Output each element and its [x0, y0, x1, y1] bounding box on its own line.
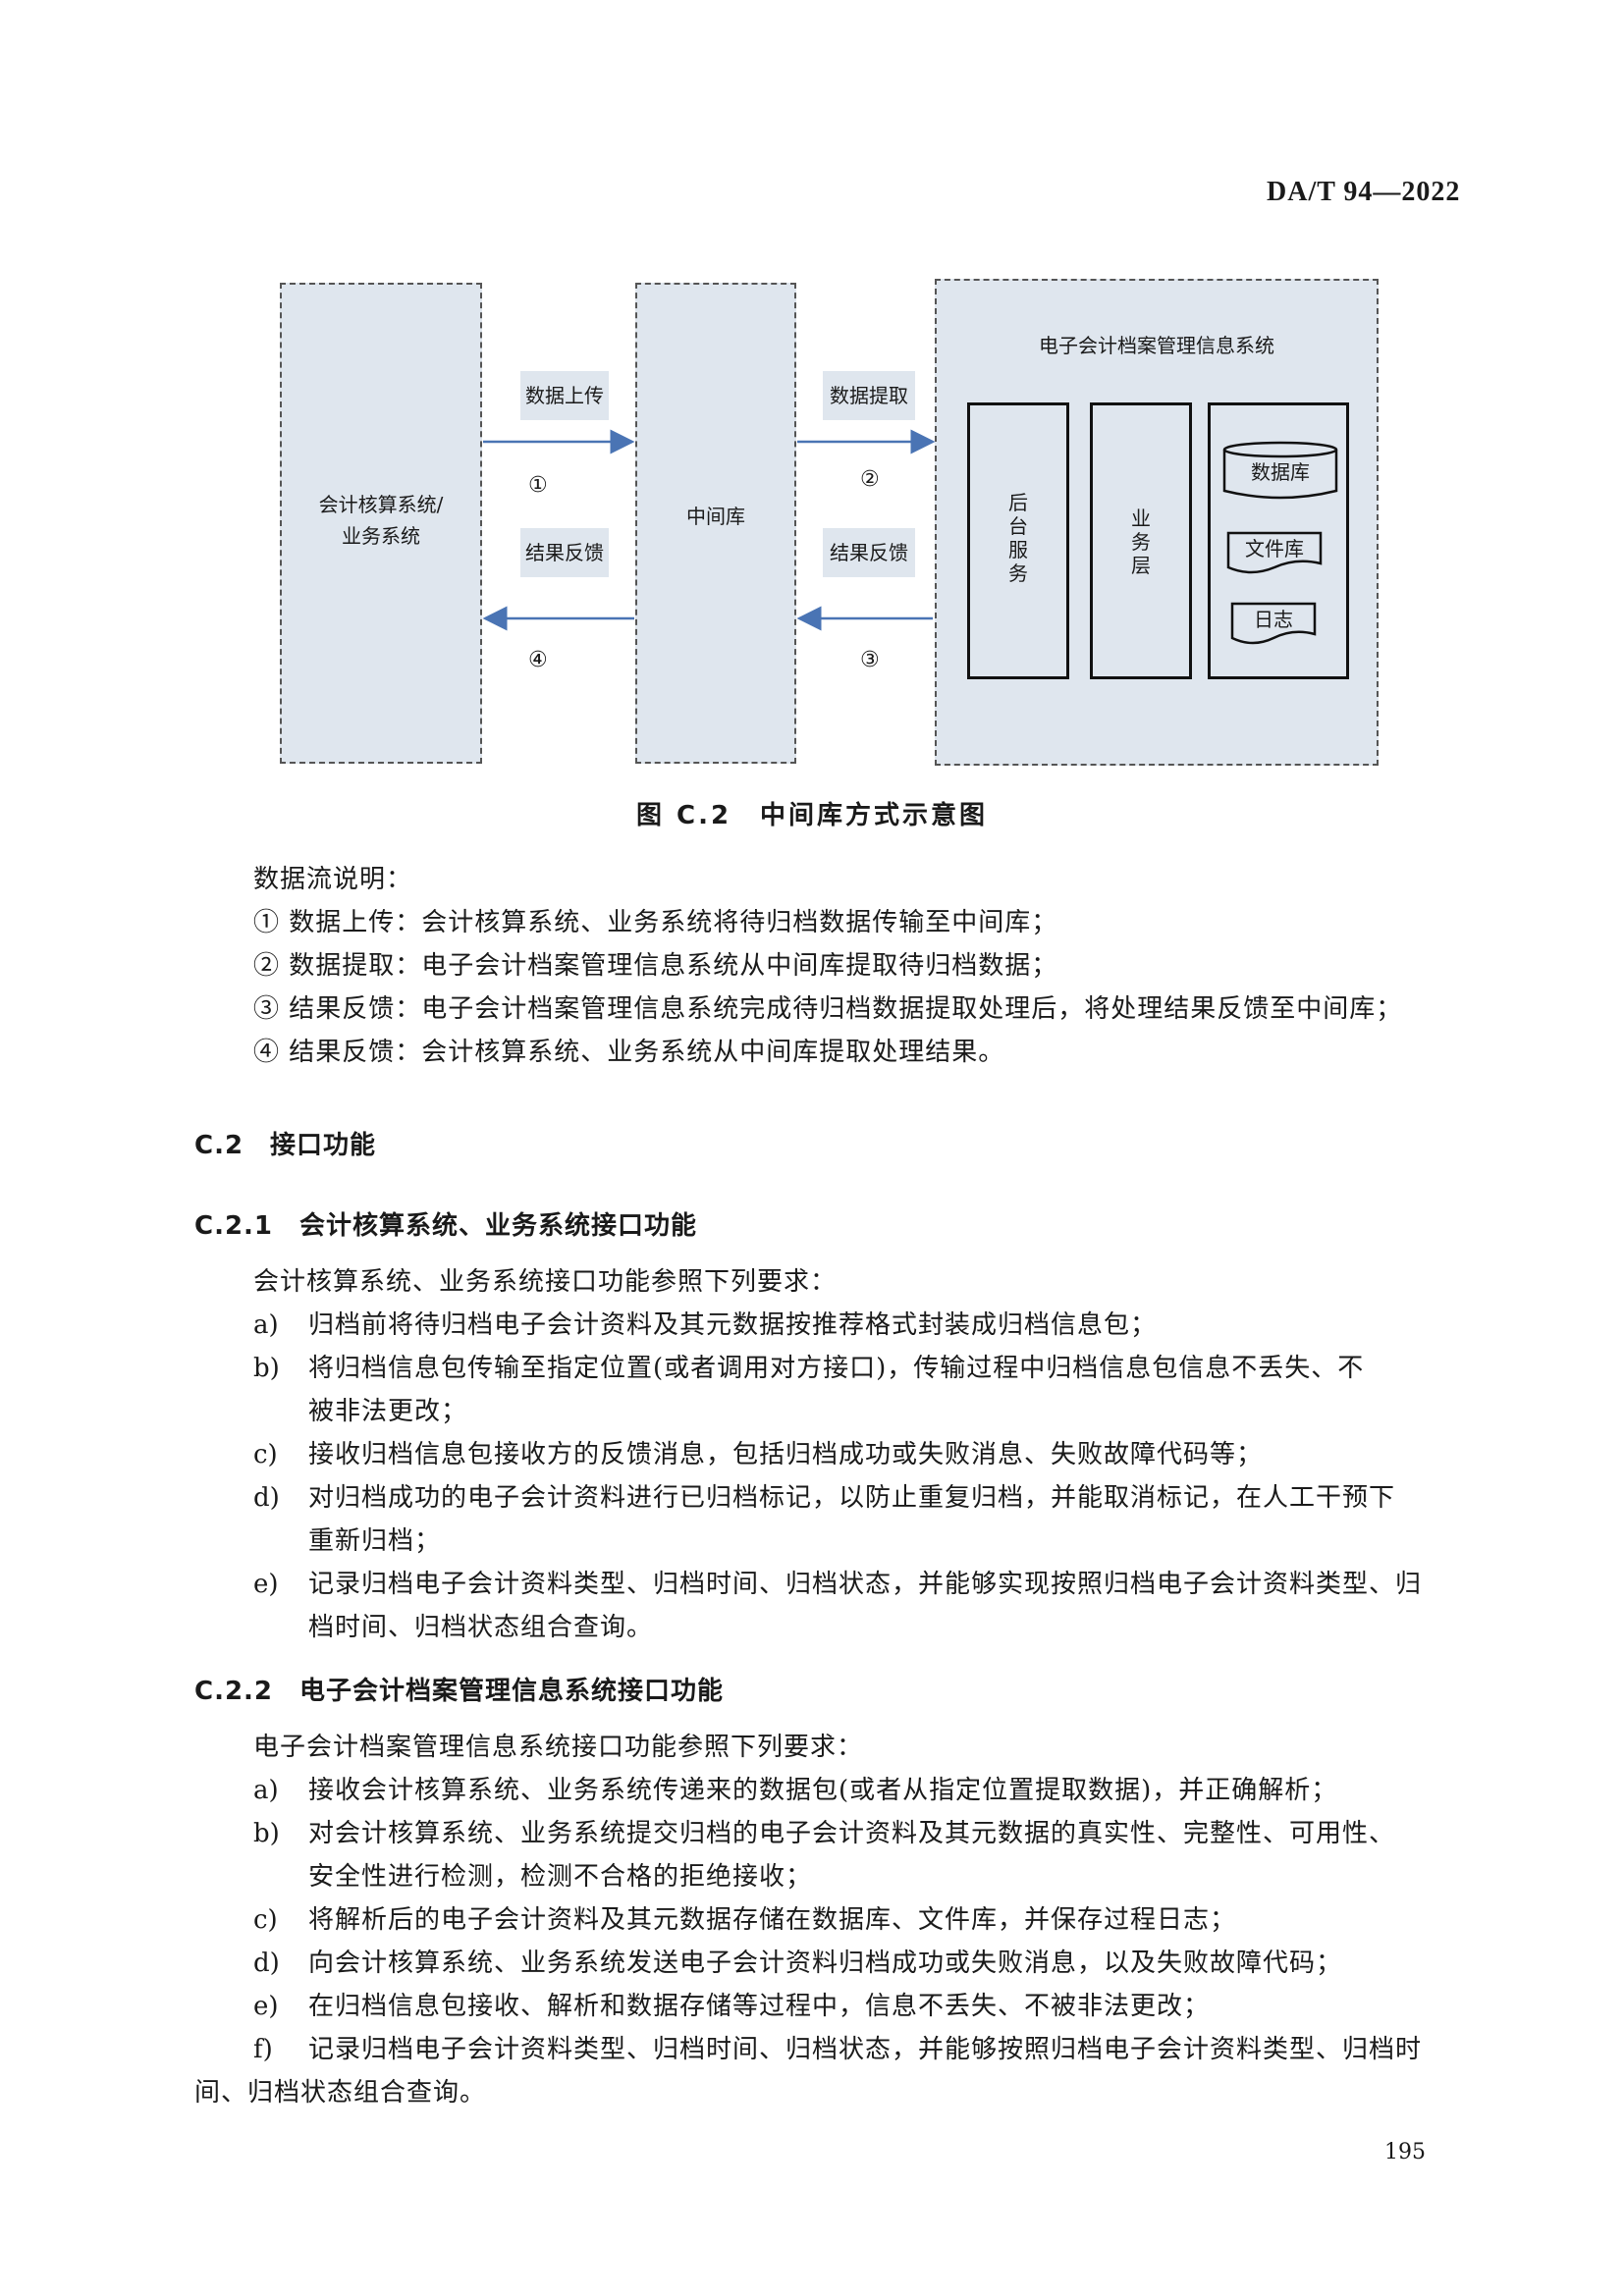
- c22-intro: 电子会计档案管理信息系统接口功能参照下列要求：: [253, 1733, 864, 1762]
- c22-item-b-line1: 对会计核算系统、业务系统提交归档的电子会计资料及其元数据的真实性、完整性、可用性…: [308, 1819, 1396, 1848]
- backend-service-label: 后台服务: [1008, 491, 1028, 585]
- c22-item-a-line1: 接收会计核算系统、业务系统传递来的数据包(或者从指定位置提取数据)，并正确解析；: [308, 1776, 1338, 1805]
- c22-item-c-line1: 将解析后的电子会计资料及其元数据存储在数据库、文件库，并保存过程日志；: [308, 1905, 1237, 1935]
- c22-item-f-key: f): [253, 2035, 273, 2064]
- c22-item-d-line1: 向会计核算系统、业务系统发送电子会计资料归档成功或失败消息，以及失败故障代码；: [308, 1949, 1343, 1978]
- flow-title: 数据流说明：: [253, 865, 413, 894]
- c22-item-f-line2: 间、归档状态组合查询。: [194, 2078, 487, 2108]
- c22-item-a-key: a): [253, 1776, 279, 1805]
- c21-item-a-line1: 归档前将待归档电子会计资料及其元数据按推荐格式封装成归档信息包；: [308, 1310, 1158, 1340]
- section-c21-heading: C.2.1 会计核算系统、业务系统接口功能: [194, 1211, 698, 1241]
- business-layer-label: 业务层: [1131, 507, 1151, 577]
- diagram-middleware-mode: 会计核算系统/ 业务系统 中间库 电子会计档案管理信息系统 后台服务 业务层 数…: [0, 0, 1624, 785]
- c21-item-b-line1: 将归档信息包传输至指定位置(或者调用对方接口)，传输过程中归档信息包信息不丢失、…: [308, 1354, 1365, 1383]
- middleware-db-box: [635, 283, 796, 764]
- feedback-left-label: 结果反馈: [520, 528, 609, 577]
- step-2-marker: ②: [860, 467, 880, 492]
- log-label: 日志: [1254, 608, 1293, 631]
- database-label: 数据库: [1251, 460, 1310, 484]
- c22-item-e-line1: 在归档信息包接收、解析和数据存储等过程中，信息不丢失、不被非法更改；: [308, 1992, 1211, 2021]
- step-3-marker: ③: [860, 648, 880, 672]
- page-number: 195: [1384, 2140, 1426, 2164]
- file-store-label: 文件库: [1245, 537, 1304, 561]
- flow-item-2: ② 数据提取：电子会计档案管理信息系统从中间库提取待归档数据；: [253, 951, 1058, 981]
- accounting-system-label-line1: 会计核算系统/: [318, 493, 444, 516]
- archive-system-title: 电子会计档案管理信息系统: [1039, 334, 1274, 357]
- c22-item-e-key: e): [253, 1992, 279, 2021]
- standard-code: DA/T 94—2022: [1267, 177, 1461, 207]
- c21-item-b-key: b): [253, 1354, 280, 1383]
- c22-item-c-key: c): [253, 1905, 278, 1935]
- figure-caption: 图 C.2 中间库方式示意图: [635, 801, 989, 830]
- section-c22-heading: C.2.2 电子会计档案管理信息系统接口功能: [194, 1677, 725, 1706]
- c22-item-b-key: b): [253, 1819, 280, 1848]
- c21-item-a-key: a): [253, 1310, 279, 1340]
- accounting-system-box: [280, 283, 482, 764]
- accounting-system-label-line2: 业务系统: [342, 524, 420, 548]
- step-1-marker: ①: [528, 473, 548, 498]
- upload-label: 数据上传: [520, 371, 609, 420]
- c22-item-f-line1: 记录归档电子会计资料类型、归档时间、归档状态，并能够按照归档电子会计资料类型、归…: [308, 2035, 1423, 2064]
- middleware-db-label: 中间库: [686, 505, 745, 528]
- feedback-right-label: 结果反馈: [823, 528, 915, 577]
- c21-intro: 会计核算系统、业务系统接口功能参照下列要求：: [253, 1267, 838, 1297]
- flow-item-1: ① 数据上传：会计核算系统、业务系统将待归档数据传输至中间库；: [253, 908, 1058, 937]
- section-c2-heading: C.2 接口功能: [194, 1131, 377, 1160]
- step-4-marker: ④: [528, 648, 548, 672]
- c21-item-b-line2: 被非法更改；: [308, 1397, 468, 1426]
- log-icon: [1230, 602, 1317, 645]
- c21-item-e-line2: 档时间、归档状态组合查询。: [308, 1613, 654, 1642]
- c21-item-e-key: e): [253, 1570, 279, 1599]
- c21-item-e-line1: 记录归档电子会计资料类型、归档时间、归档状态，并能够实现按照归档电子会计资料类型…: [308, 1570, 1423, 1599]
- database-icon: [1222, 441, 1338, 500]
- c21-item-d-line2: 重新归档；: [308, 1526, 442, 1556]
- flow-item-4: ④ 结果反馈：会计核算系统、业务系统从中间库提取处理结果。: [253, 1038, 1005, 1067]
- c21-item-c-key: c): [253, 1440, 278, 1469]
- c21-item-d-key: d): [253, 1483, 280, 1513]
- c21-item-c-line1: 接收归档信息包接收方的反馈消息，包括归档成功或失败消息、失败故障代码等；: [308, 1440, 1264, 1469]
- c21-item-d-line1: 对归档成功的电子会计资料进行已归档标记，以防止重复归档，并能取消标记，在人工干预…: [308, 1483, 1396, 1513]
- business-layer-box: [1090, 402, 1192, 679]
- c22-item-d-key: d): [253, 1949, 280, 1978]
- file-store-icon: [1226, 531, 1323, 574]
- backend-service-box: [967, 402, 1069, 679]
- c22-item-b-line2: 安全性进行检测，检测不合格的拒绝接收；: [308, 1862, 813, 1892]
- flow-arrows: [482, 429, 936, 631]
- accounting-system-label: 会计核算系统/ 业务系统: [280, 489, 482, 552]
- extract-label: 数据提取: [823, 371, 915, 420]
- flow-item-3: ③ 结果反馈：电子会计档案管理信息系统完成待归档数据提取处理后，将处理结果反馈至…: [253, 994, 1403, 1024]
